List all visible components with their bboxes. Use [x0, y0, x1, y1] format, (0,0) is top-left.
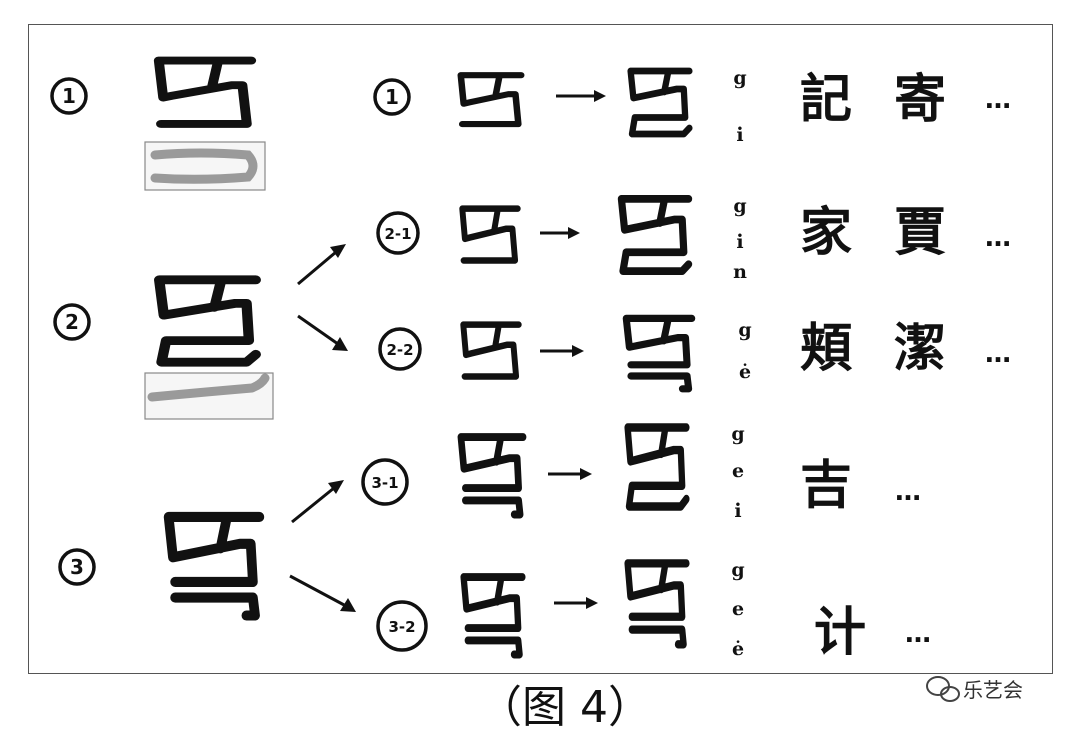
- row-3-2-pinyin-2: ė: [732, 638, 744, 660]
- branch-arrow-3-1: [291, 486, 335, 524]
- row-1-example-1: 寄: [894, 69, 946, 130]
- row-3-2-pinyin-0: g: [731, 559, 744, 581]
- row-3-2-example-0: 计: [814, 602, 866, 663]
- row-2-1-ellipsis: …: [985, 223, 1011, 253]
- variant-1-marker: [50, 77, 88, 115]
- row-1-label: 1: [385, 85, 399, 109]
- row-3-1-marker: [361, 458, 409, 506]
- variant-3-glyph: [169, 517, 260, 616]
- row-3-1-glyph-to: [628, 428, 687, 507]
- row-3-2-label: 3-2: [388, 618, 415, 636]
- row-2-1-glyph-from: [462, 209, 517, 261]
- row-1-marker: [373, 78, 411, 116]
- row-2-1-label: 2-1: [384, 225, 411, 243]
- row-3-1-label: 3-1: [371, 474, 398, 492]
- row-3-1-pinyin-0: g: [731, 423, 744, 445]
- figure-caption: （图 4）: [478, 682, 652, 733]
- row-2-1-pinyin-0: g: [733, 195, 746, 217]
- row-2-2-example-1: 潔: [894, 318, 946, 379]
- row-2-1-example-1: 賈: [894, 202, 946, 263]
- row-3-2-glyph-from: [464, 577, 523, 654]
- row-2-2-glyph-to: [626, 318, 692, 388]
- row-3-2-glyph-to: [628, 563, 687, 644]
- variant-1-glyph: [159, 61, 251, 124]
- row-2-1-pinyin-2: n: [733, 261, 747, 283]
- row-1-example-0: 記: [800, 69, 852, 130]
- variant-3-marker: [58, 548, 96, 586]
- row-3-1-example-0: 吉: [800, 455, 852, 516]
- row-1: 1 g i 記 寄 …: [373, 67, 1011, 146]
- variant-2-marker: [53, 303, 91, 341]
- row-2-1-glyph-to: [621, 199, 688, 271]
- row-3-2-pinyin-1: e: [732, 598, 744, 620]
- row-1-ellipsis: …: [985, 85, 1011, 115]
- wechat-icon: [926, 676, 960, 702]
- row-3-2-marker: [376, 600, 428, 652]
- row-2-2-glyph-from: [463, 325, 518, 377]
- row-3-2-ellipsis: …: [905, 619, 931, 649]
- branch-arrow-2-2: [297, 314, 339, 346]
- row-1-pinyin-0: g: [733, 67, 746, 89]
- branch-arrow-3-2: [289, 574, 347, 608]
- row-2-2: 2-2 g ė 頬 潔 …: [378, 318, 1011, 389]
- variant-1-label: 1: [62, 84, 76, 108]
- row-3-1: 3-1 g e i 吉 …: [361, 423, 921, 522]
- row-3-1-ellipsis: …: [895, 477, 921, 507]
- row-1-glyph-from: [461, 75, 521, 124]
- variant-3-label: 3: [70, 555, 84, 579]
- variant-3: 3: [58, 517, 260, 616]
- branch-arrows: [289, 244, 356, 612]
- row-2-2-pinyin-1: ė: [739, 361, 751, 383]
- row-3-1-pinyin-2: i: [734, 500, 741, 522]
- branch-arrow-2-1: [297, 250, 337, 286]
- row-2-1-pinyin-1: i: [736, 231, 743, 253]
- watermark-text: 乐艺会: [963, 678, 1023, 702]
- watermark: 乐艺会: [926, 676, 1023, 702]
- row-2-1-example-0: 家: [800, 202, 852, 263]
- variant-2: 2: [53, 280, 274, 420]
- figure-frame: [28, 24, 1053, 674]
- row-3-2: 3-2 g e ė 计 …: [376, 559, 931, 663]
- row-1-pinyin-1: i: [736, 124, 743, 146]
- row-1-glyph-to: [631, 71, 690, 134]
- row-2-1-marker: [376, 211, 420, 255]
- row-2-2-example-0: 頬: [800, 318, 853, 379]
- row-2-2-marker: [378, 327, 422, 371]
- row-2-2-ellipsis: …: [985, 339, 1011, 369]
- variant-2-label: 2: [65, 310, 79, 334]
- row-2-2-pinyin-0: g: [738, 319, 751, 341]
- row-2-1: 2-1 g i n 家 賈 …: [376, 195, 1011, 283]
- row-3-1-glyph-from: [461, 437, 523, 514]
- row-2-2-label: 2-2: [386, 341, 413, 359]
- variant-2-glyph: [159, 280, 256, 362]
- variant-1: 1: [50, 61, 266, 191]
- row-3-1-pinyin-1: e: [732, 460, 744, 482]
